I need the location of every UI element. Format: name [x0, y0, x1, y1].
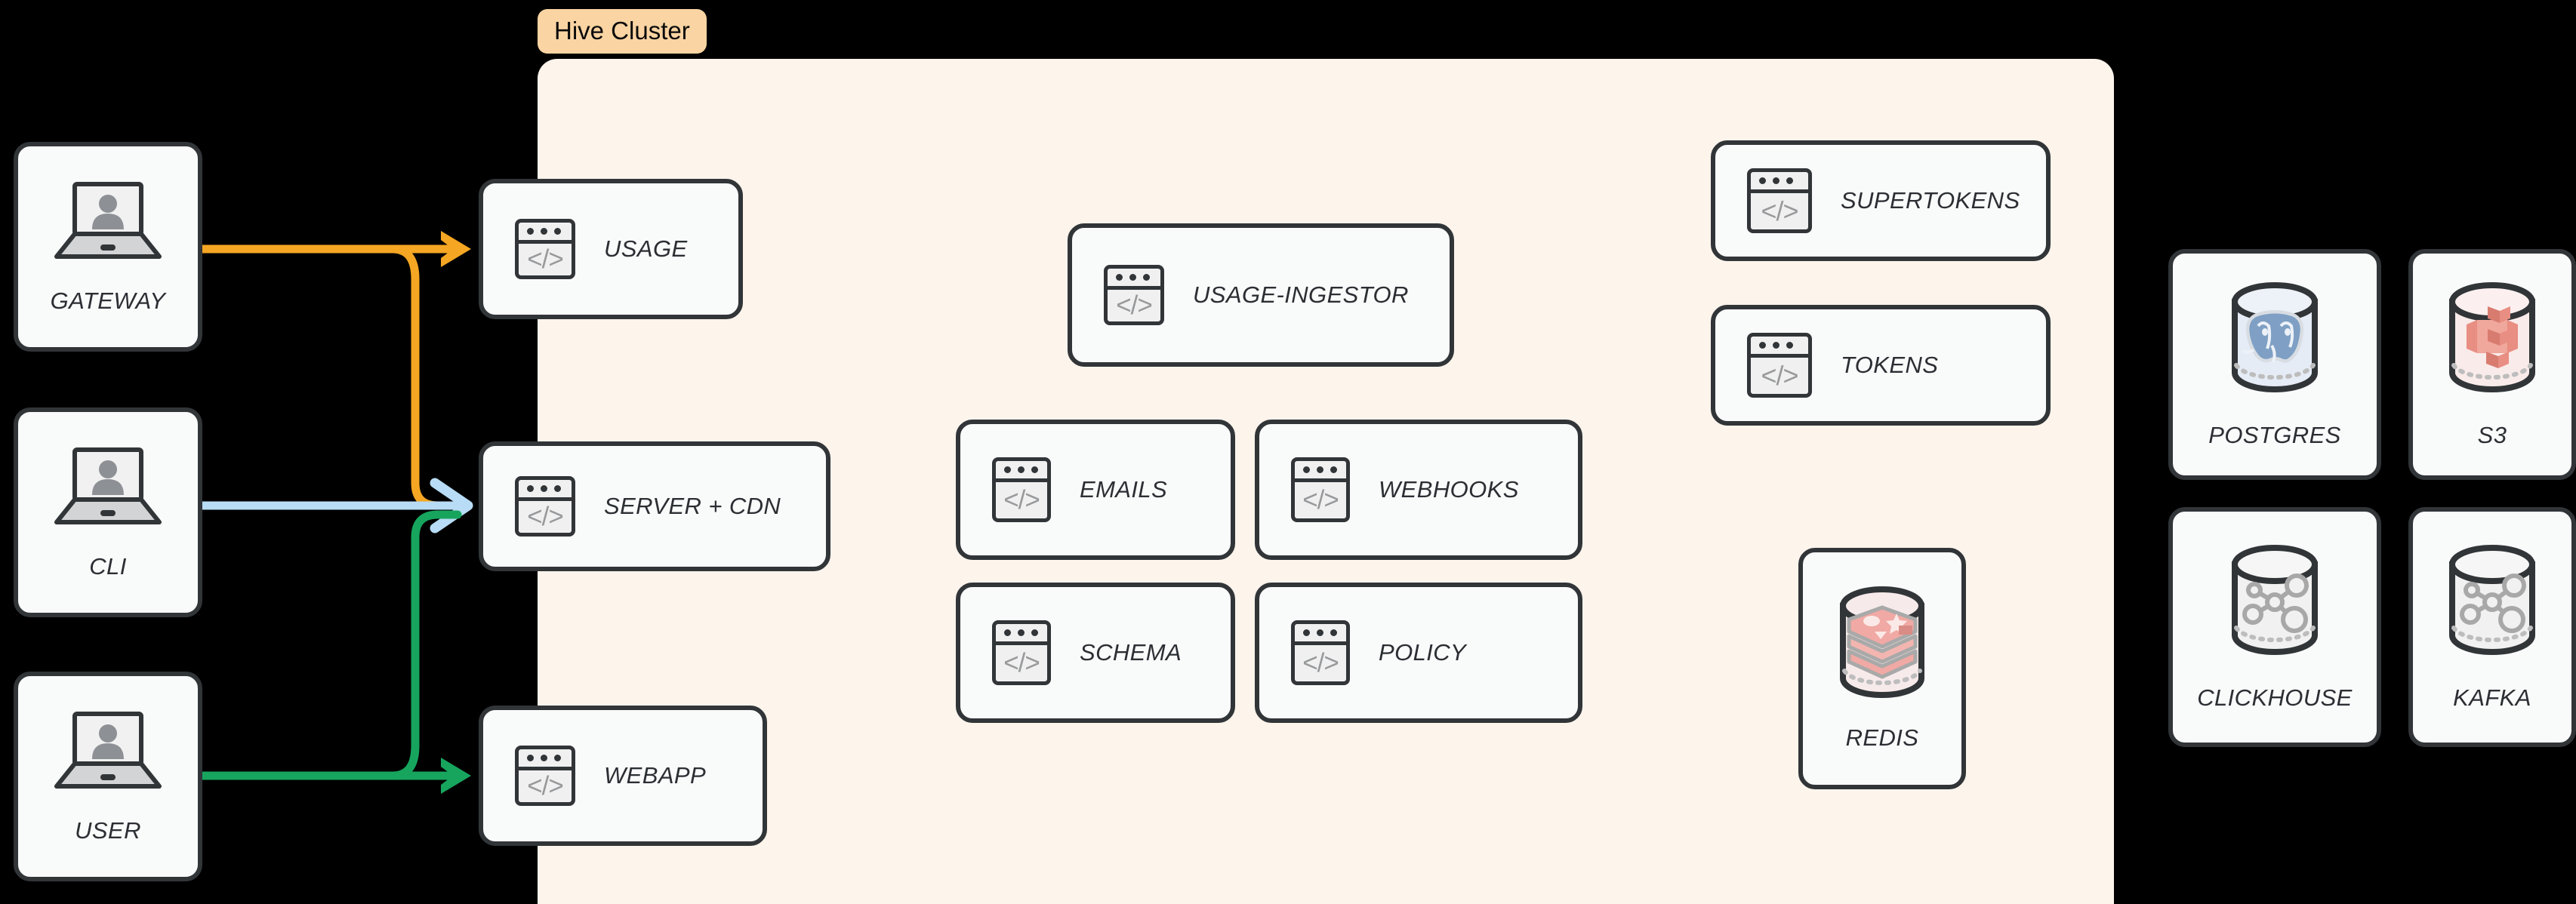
service-node-policy[interactable]: </> POLICY	[1255, 583, 1582, 723]
code-window-icon: </>	[992, 620, 1051, 685]
service-node-emails[interactable]: </> EMAILS	[956, 420, 1235, 560]
kafka-database-icon	[2436, 543, 2549, 662]
client-node-cli[interactable]: CLI	[14, 407, 202, 617]
code-window-icon: </>	[1747, 333, 1812, 398]
service-label: WEBHOOKS	[1379, 476, 1519, 503]
service-node-schema[interactable]: </> SCHEMA	[956, 583, 1235, 723]
code-window-icon: </>	[515, 746, 575, 806]
connector-gateway	[198, 244, 458, 510]
service-label: POLICY	[1379, 639, 1467, 666]
datastore-label: CLICKHOUSE	[2197, 684, 2353, 711]
service-node-webhooks[interactable]: </> WEBHOOKS	[1255, 420, 1582, 560]
datastore-node-s3[interactable]: S3	[2408, 249, 2576, 480]
laptop-user-icon	[52, 709, 164, 798]
service-label: USAGE	[604, 235, 688, 262]
service-node-usage[interactable]: </> USAGE	[479, 179, 743, 319]
service-node-usage-ingestor[interactable]: </> USAGE-INGESTOR	[1068, 223, 1454, 367]
service-label: EMAILS	[1080, 476, 1168, 503]
code-window-icon: </>	[515, 476, 575, 537]
client-node-gateway[interactable]: GATEWAY	[14, 142, 202, 352]
hive-cluster-badge: Hive Cluster	[538, 9, 707, 54]
service-label: SUPERTOKENS	[1841, 187, 2020, 214]
datastore-label: REDIS	[1845, 724, 1919, 751]
connector-user	[198, 510, 462, 780]
datastore-node-redis[interactable]: REDIS	[1798, 548, 1966, 789]
arrowhead-cli-server	[430, 478, 473, 533]
service-label: TOKENS	[1841, 352, 1939, 378]
datastore-node-postgres[interactable]: POSTGRES	[2168, 249, 2381, 480]
client-label: CLI	[89, 552, 127, 580]
service-label: USAGE-INGESTOR	[1193, 281, 1409, 308]
code-window-icon: </>	[1291, 620, 1350, 685]
service-label: WEBAPP	[604, 762, 707, 789]
laptop-user-icon	[52, 180, 164, 268]
service-node-webapp[interactable]: </> WEBAPP	[479, 706, 767, 846]
clickhouse-database-icon	[2218, 543, 2331, 662]
datastore-node-kafka[interactable]: KAFKA	[2408, 507, 2576, 747]
datastore-label: POSTGRES	[2208, 421, 2341, 448]
client-label: GATEWAY	[50, 287, 166, 314]
code-window-icon: </>	[1291, 457, 1350, 522]
code-window-icon: </>	[1747, 168, 1812, 233]
code-window-icon: </>	[992, 457, 1051, 522]
datastore-label: KAFKA	[2453, 684, 2531, 711]
datastore-label: S3	[2477, 421, 2507, 448]
service-label: SCHEMA	[1080, 639, 1182, 666]
arrowhead-user-webapp	[441, 758, 471, 794]
service-node-server-cdn[interactable]: </> SERVER + CDN	[479, 441, 830, 571]
service-label: SERVER + CDN	[604, 493, 781, 519]
client-node-user[interactable]: USER	[14, 672, 202, 881]
arrowhead-gateway-usage	[441, 231, 471, 267]
laptop-user-icon	[52, 445, 164, 533]
service-node-supertokens[interactable]: </> SUPERTOKENS	[1711, 140, 2051, 261]
service-node-tokens[interactable]: </> TOKENS	[1711, 305, 2051, 426]
datastore-node-clickhouse[interactable]: CLICKHOUSE	[2168, 507, 2381, 747]
redis-database-icon	[1829, 586, 1935, 702]
code-window-icon: </>	[515, 219, 575, 279]
postgres-database-icon	[2218, 281, 2331, 399]
s3-database-icon	[2436, 281, 2549, 399]
client-label: USER	[75, 816, 141, 844]
code-window-icon: </>	[1104, 265, 1164, 325]
